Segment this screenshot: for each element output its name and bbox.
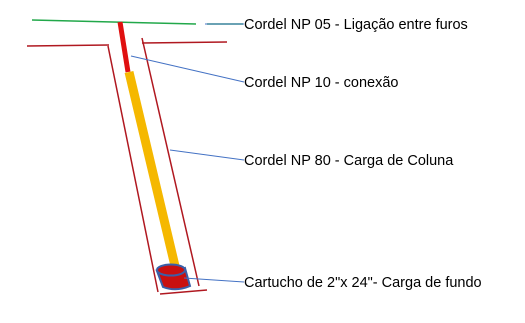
ground-line-left — [26, 44, 110, 47]
leader-line-np80 — [169, 149, 245, 161]
label-bottom-cartridge: Cartucho de 2"x 24"- Carga de fundo — [244, 275, 482, 291]
connection-cord — [117, 21, 131, 73]
borehole-bottom — [159, 289, 208, 295]
bottom-cartridge — [155, 263, 192, 291]
label-cord-np80: Cordel NP 80 - Carga de Coluna — [244, 153, 454, 169]
borehole-wall-right — [141, 37, 200, 287]
cartridge-top — [156, 263, 186, 277]
leader-line-np10 — [130, 55, 245, 83]
column-charge-cord — [124, 70, 180, 268]
label-cord-np10: Cordel NP 10 - conexão — [244, 75, 399, 91]
ground-line-right — [141, 41, 228, 44]
leader-line-cartridge — [183, 277, 245, 283]
borehole-wall-left — [107, 45, 159, 293]
surface-cord-line — [31, 19, 197, 25]
label-cord-np05: Cordel NP 05 - Ligação entre furos — [244, 17, 468, 33]
